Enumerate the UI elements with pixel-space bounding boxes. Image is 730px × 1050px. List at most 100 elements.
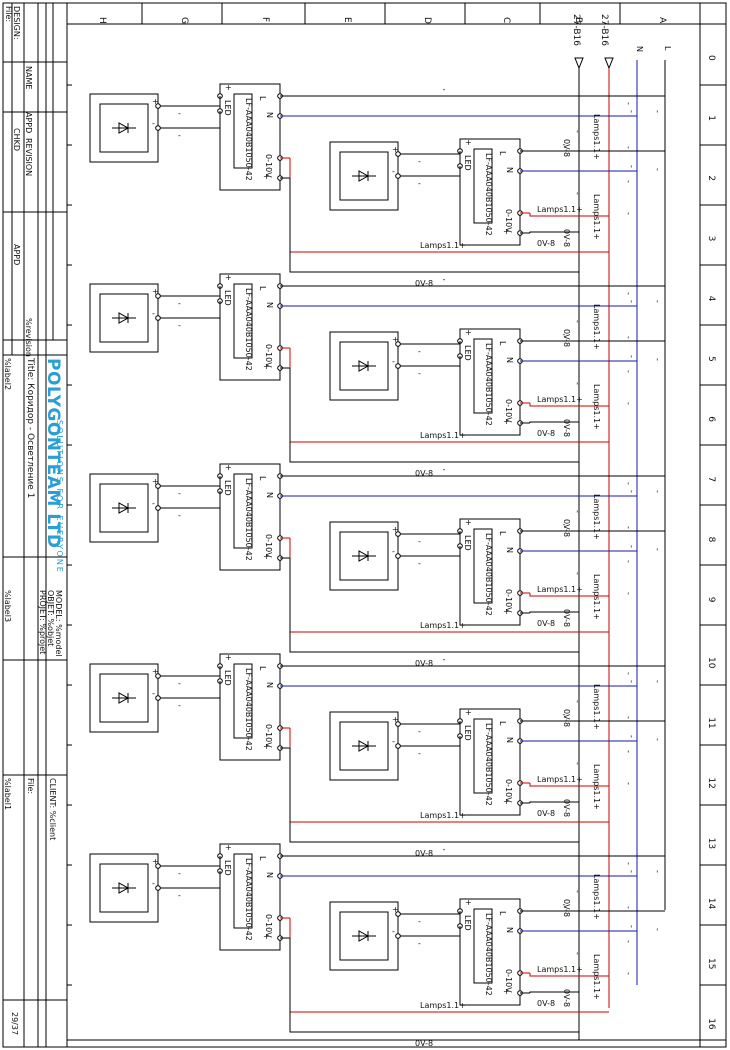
pin-dim: 0-10V (264, 914, 273, 938)
driver-nameplate (233, 663, 253, 739)
pin-n: N (265, 682, 274, 688)
fixture-minus: - (392, 737, 395, 746)
pin-dim-minus: - (263, 185, 266, 194)
zero-label: 0V-8 (537, 239, 555, 248)
terminal (395, 173, 401, 179)
bus-dash: - (573, 130, 582, 133)
fixture-body (339, 531, 389, 581)
bus-dash: - (573, 382, 582, 385)
file-bottom-label: File: (26, 778, 35, 794)
pin-l: L (258, 96, 267, 101)
driver-nameplate (233, 853, 253, 929)
bus-zero-label: 0V-8 (562, 419, 571, 437)
pin-led: LED (223, 290, 232, 306)
zero-wire (529, 231, 579, 233)
pin-led: LED (223, 100, 232, 116)
pin-minus: - (225, 861, 228, 870)
terminal (155, 505, 161, 511)
pin-minus: - (225, 671, 228, 680)
driver-model: LF-AAA040B1050-42 (484, 913, 493, 996)
pin-n: N (505, 737, 514, 743)
driver-nameplate (233, 283, 253, 359)
zero-label: 0V-8 (537, 429, 555, 438)
fixture-body (339, 151, 389, 201)
pin-dim: 0-10V (504, 779, 513, 803)
wire-dash: - (178, 299, 181, 308)
bus-dash: - (653, 358, 662, 361)
lamps-wire (529, 213, 609, 217)
driver-nameplate (473, 338, 493, 414)
pin-dim: 0-10V (264, 724, 273, 748)
col-ruler-label: 4 (706, 296, 716, 302)
pin-dim-plus: + (263, 742, 270, 751)
terminal (155, 483, 161, 489)
pin-plus: + (465, 518, 472, 527)
terminal (395, 341, 401, 347)
pin-n: N (265, 492, 274, 498)
fixture-body (99, 293, 149, 343)
bus-dash: - (573, 320, 582, 323)
terminal (155, 885, 161, 891)
bus-dash: - (624, 972, 633, 975)
fixture-minus: - (152, 499, 155, 508)
design-label: DESIGN: (12, 6, 21, 40)
pin-dim-minus: - (503, 620, 506, 629)
bus-dash: - (624, 940, 633, 943)
chkd-label: CHKD (12, 128, 21, 151)
wire-dash: - (443, 465, 446, 474)
pin-plus: + (465, 138, 472, 147)
pin-minus: - (465, 916, 468, 925)
bus-zero-label: 0V-8 (562, 139, 571, 157)
wire-dash: - (563, 710, 566, 719)
bus-n-label: N (635, 46, 644, 52)
bus-zero-label: 0V-8 (562, 519, 571, 537)
lamps-wire (529, 973, 609, 977)
driver-model: LF-AAA040B1050-42 (244, 98, 253, 181)
bus-dash: - (653, 548, 662, 551)
col-ruler-label: 8 (706, 537, 716, 543)
driver-model: LF-AAA040B1050-42 (484, 343, 493, 426)
row-ruler-label: E (342, 17, 352, 23)
model-label: MODEL: %model (54, 590, 63, 657)
bus-dash: - (573, 890, 582, 893)
bus-lamps-label: Lamps1.1+ (592, 954, 601, 1000)
bus-zero-label: 0V-8 (562, 329, 571, 347)
pin-dim-minus: - (263, 565, 266, 574)
pin-minus: - (225, 291, 228, 300)
wire-dash: - (563, 900, 566, 909)
appd2-label: APPD (12, 244, 21, 265)
wire-dash: - (178, 131, 181, 140)
pin-dim: 0-10V (504, 589, 513, 613)
terminal (395, 531, 401, 537)
col-ruler-label: 13 (706, 838, 716, 849)
lamps-label: Lamps1.1+ (420, 811, 466, 820)
pin-led: LED (463, 535, 472, 551)
pin-n: N (265, 872, 274, 878)
fixture-plus: + (152, 287, 159, 296)
wire-dash: - (178, 321, 181, 330)
bus-lamps-label: Lamps1.1+ (592, 874, 601, 920)
pin-dim: 0-10V (264, 344, 273, 368)
wire-dash: - (443, 655, 446, 664)
bus-dash: - (624, 292, 633, 295)
brand-main: POLYGONTEAM LTD (43, 358, 63, 548)
wire-dash: - (627, 165, 636, 168)
zero-wire (529, 421, 579, 423)
pin-dim-minus: - (263, 375, 266, 384)
pin-l: L (498, 341, 507, 346)
bus-dash: - (624, 180, 633, 183)
zero-label: 0V-8 (537, 999, 555, 1008)
pin-dim-minus: - (503, 240, 506, 249)
terminal (395, 363, 401, 369)
bus-arrow-b (574, 57, 584, 70)
fixture-minus: - (392, 357, 395, 366)
wire-dash: - (443, 845, 446, 854)
wire-dash: - (443, 275, 446, 284)
wire-dash: - (178, 109, 181, 118)
row-ruler-label: A (657, 17, 667, 24)
bus-zero-label: 0V-8 (562, 709, 571, 727)
objet-label: OBJET: %objet (46, 590, 55, 646)
pin-led: LED (463, 155, 472, 171)
